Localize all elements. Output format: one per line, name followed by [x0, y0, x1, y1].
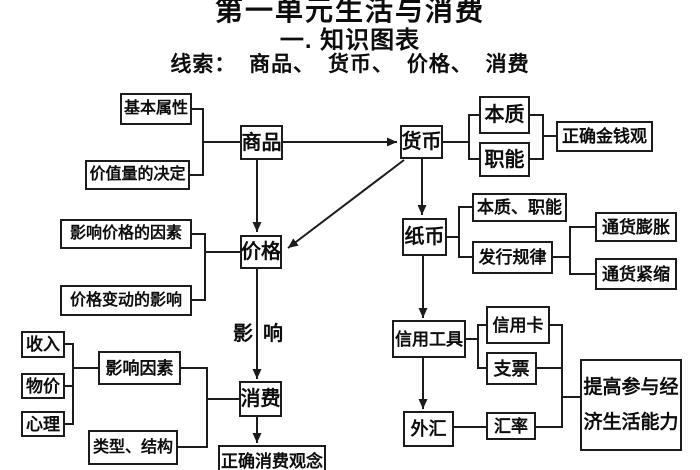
- edge-to-tigao: [536, 324, 580, 428]
- edge-faxing-tonghuo: [553, 226, 595, 275]
- node-paper-money: 纸币: [402, 218, 447, 256]
- edge-xinyong-bracket: [466, 324, 486, 369]
- node-consumption: 消费: [239, 381, 282, 417]
- edge-factors-to-jiage: [192, 233, 240, 301]
- unit-title: 第一单元生活与消费: [214, 0, 485, 26]
- node-price-change-effects: 价格变动的影响: [60, 285, 192, 316]
- edge-label-yingxiang-left: 影: [233, 323, 253, 345]
- node-basic-attributes: 基本属性: [120, 93, 192, 125]
- node-foreign-exchange: 外汇: [403, 411, 454, 447]
- node-influencing-factors: 影响因素: [98, 351, 181, 385]
- node-deflation: 通货紧缩: [595, 258, 677, 290]
- node-inflation: 通货膨胀: [595, 212, 677, 242]
- edge-label-yingxiang-right: 响: [263, 323, 283, 345]
- node-value-determination: 价值量的决定: [85, 160, 190, 190]
- node-check: 支票: [486, 352, 537, 385]
- node-essence: 本质: [479, 96, 530, 134]
- edge-huobi-jiage: [287, 159, 405, 249]
- edge-yinsu-to-xiaofei: [178, 367, 239, 448]
- node-exchange-rate: 汇率: [486, 412, 536, 440]
- node-commodity-prices: 物价: [21, 373, 65, 399]
- node-functions: 职能: [479, 142, 530, 177]
- node-essence-functions: 本质、职能: [472, 193, 567, 222]
- node-credit-instruments: 信用工具: [392, 320, 466, 358]
- node-improve-ability-line1: 提高参与经: [583, 376, 679, 398]
- node-commodity: 商品: [240, 125, 283, 160]
- clues-line: 线索： 商品、 货币、 价格、 消费: [170, 53, 530, 76]
- edge-zhibi-bracket: [447, 206, 472, 258]
- node-money-view: 正确金钱观: [556, 121, 653, 152]
- node-issuance-rules: 发行规律: [472, 241, 553, 274]
- node-types-structure: 类型、结构: [88, 430, 178, 465]
- node-credit-card: 信用卡: [486, 306, 550, 344]
- node-price: 价格: [240, 235, 282, 269]
- node-price-factors: 影响价格的因素: [60, 219, 192, 249]
- section-title: 一. 知识图表: [279, 27, 421, 54]
- node-psychology: 心理: [21, 411, 65, 437]
- edge-inputs-to-yinsu: [65, 343, 98, 425]
- node-currency: 货币: [400, 125, 443, 159]
- node-consumption-view: 正确消费观念: [218, 445, 326, 470]
- edge-attrs-to-shangpin: [190, 108, 240, 176]
- node-income: 收入: [21, 331, 65, 358]
- node-improve-ability-line2: 济生活能力: [583, 412, 679, 434]
- node-improve-ability: 提高参与经 济生活能力: [580, 359, 682, 451]
- edge-huobi-benzhi-zhineng: [443, 114, 556, 160]
